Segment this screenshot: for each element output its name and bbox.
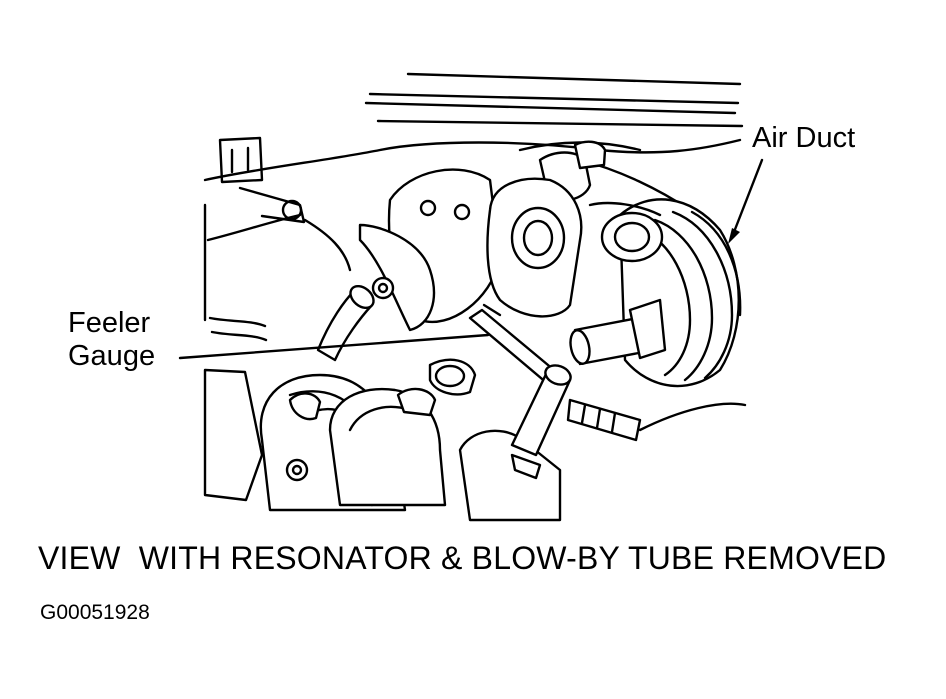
feeler-gauge-leader bbox=[178, 333, 490, 360]
left-bracket bbox=[203, 316, 309, 502]
feeler-gauge-label-line2: Gauge bbox=[68, 340, 156, 372]
feeler-gauge-tool bbox=[468, 303, 572, 457]
intake-runners bbox=[259, 373, 447, 512]
air-duct-leader bbox=[732, 158, 764, 234]
hood-edge-lines bbox=[364, 72, 744, 128]
engine-bay-illustration bbox=[178, 72, 764, 522]
leader-lines bbox=[178, 158, 764, 360]
figure-id: G00051928 bbox=[40, 601, 150, 624]
throttle-bore bbox=[486, 177, 583, 318]
bypass-pipe bbox=[569, 298, 667, 366]
feeler-gauge-label-line1: Feeler bbox=[68, 307, 151, 339]
throttle-body bbox=[358, 168, 502, 332]
air-duct-label: Air Duct bbox=[752, 122, 856, 154]
figure-caption: VIEW WITH RESONATOR & BLOW-BY TUBE REMOV… bbox=[38, 540, 887, 576]
left-hose bbox=[316, 284, 375, 362]
